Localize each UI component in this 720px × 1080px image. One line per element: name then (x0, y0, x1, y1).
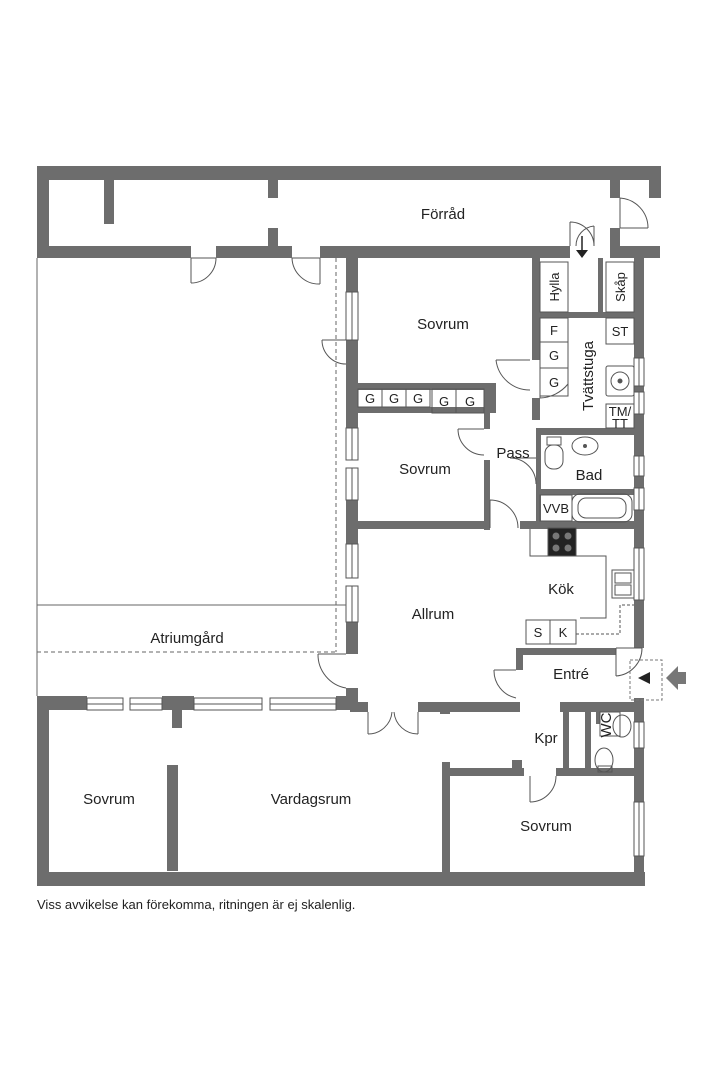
fixture-labels: Hylla Skåp F G G ST TM/ TT G G G G G VVB… (365, 272, 632, 640)
windows (86, 291, 645, 857)
room-label-wc: WC (598, 712, 615, 737)
room-label-sovrum-top: Sovrum (417, 316, 469, 333)
walls (37, 166, 661, 886)
fixture-label-tt: TT (612, 416, 628, 431)
fixture-label-vvb: VVB (543, 501, 569, 516)
fixture-label-hylla: Hylla (547, 272, 562, 302)
room-label-sovrum-br: Sovrum (520, 818, 572, 835)
fixture-label-tm: TM/ (609, 404, 632, 419)
fixture-label-g: G (389, 391, 399, 406)
entrance-arrow-icon (629, 659, 686, 701)
fixture-label-g: G (439, 394, 449, 409)
fixture-label-k: K (559, 625, 568, 640)
fixture-label-g: G (549, 375, 559, 390)
fixture-label-s: S (534, 625, 543, 640)
room-label-sovrum-mid: Sovrum (399, 461, 451, 478)
room-label-atriumgard: Atriumgård (150, 630, 223, 647)
fixture-label-st: ST (612, 324, 629, 339)
room-label-tvattstuga: Tvättstuga (580, 340, 597, 411)
fixture-label-f: F (550, 323, 558, 338)
fixture-label-g: G (465, 394, 475, 409)
atrium-outline (36, 258, 346, 696)
fixtures (357, 261, 635, 773)
room-label-kpr: Kpr (534, 730, 557, 747)
room-label-allrum: Allrum (412, 606, 455, 623)
room-label-kok: Kök (548, 581, 574, 598)
room-label-entre: Entré (553, 666, 589, 683)
disclaimer-text: Viss avvikelse kan förekomma, ritningen … (37, 897, 356, 912)
room-label-vardagsrum: Vardagsrum (271, 791, 352, 808)
room-labels: Förråd Sovrum Sovrum Pass Bad Tvättstuga… (83, 206, 615, 835)
fixture-label-g: G (549, 348, 559, 363)
fixture-label-g: G (413, 391, 423, 406)
room-label-sovrum-bl: Sovrum (83, 791, 135, 808)
fixture-label-skap: Skåp (613, 272, 628, 302)
down-arrow-icon (576, 236, 588, 258)
room-label-bad: Bad (576, 467, 603, 484)
fixture-label-g: G (365, 391, 375, 406)
room-label-forrad: Förråd (421, 206, 465, 223)
doors (190, 197, 649, 803)
room-label-pass: Pass (496, 445, 529, 462)
